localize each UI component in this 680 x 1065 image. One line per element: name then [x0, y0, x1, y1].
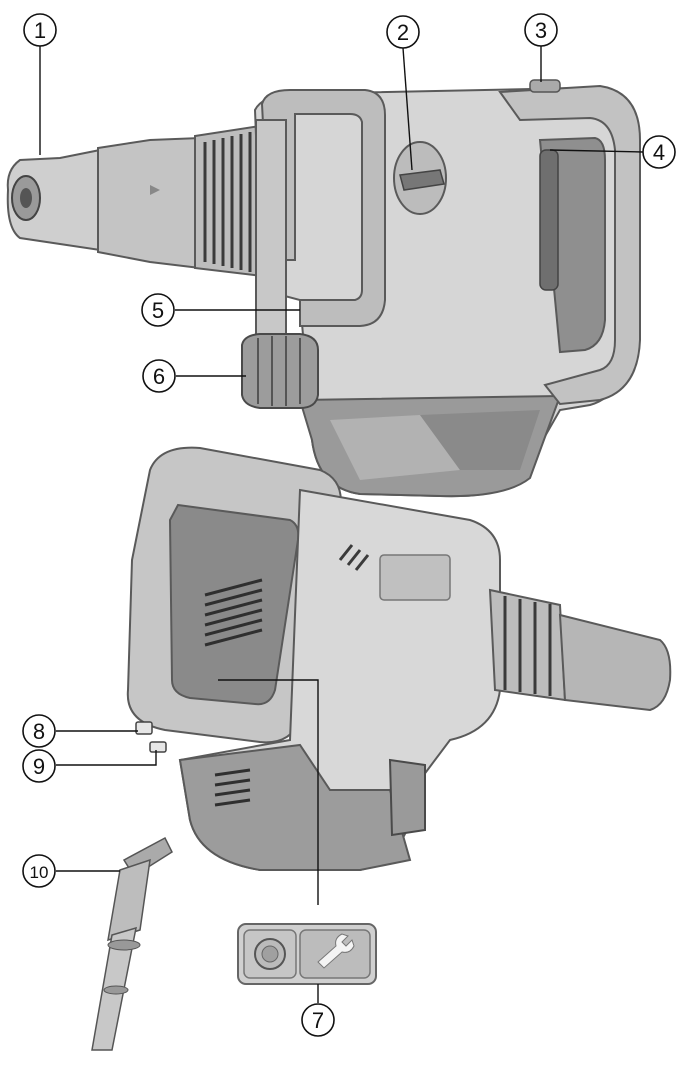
- callout-3: 3: [524, 13, 558, 47]
- hammer-top-view: [6, 79, 641, 498]
- svg-text:2: 2: [397, 20, 409, 45]
- callout-10: 10: [22, 854, 56, 888]
- svg-text:8: 8: [33, 719, 45, 744]
- callout-7: 7: [301, 1003, 335, 1037]
- svg-text:5: 5: [152, 298, 164, 323]
- svg-text:9: 9: [33, 754, 45, 779]
- arrow-marking: [150, 185, 160, 195]
- ribbed-collar: [194, 124, 264, 278]
- chuck-bore: [20, 188, 32, 208]
- vent-slots: [204, 578, 263, 647]
- svg-text:10: 10: [30, 863, 49, 882]
- callout-4: 4: [642, 135, 676, 169]
- barrel-rear: [488, 588, 567, 702]
- rear-grip: [498, 84, 641, 406]
- svg-text:1: 1: [34, 18, 46, 43]
- power-cord: [91, 836, 173, 1051]
- side-knob-rear: [388, 758, 426, 837]
- bottom-vents: [214, 768, 251, 807]
- callout-2: 2: [386, 15, 420, 49]
- chuck-sleeve: [97, 136, 201, 270]
- indicator-panel-inset: [237, 923, 377, 985]
- power-indicator-lamp: [149, 741, 167, 753]
- callout-5: 5: [141, 293, 175, 327]
- label-plate: [379, 554, 451, 601]
- callout-6: 6: [142, 359, 176, 393]
- hammer-rear-view: [126, 446, 672, 871]
- callout-8: 8: [22, 714, 56, 748]
- depth-knob: [241, 333, 319, 409]
- svg-text:4: 4: [653, 140, 665, 165]
- leader-lines: [39, 46, 644, 1003]
- svg-text:6: 6: [153, 364, 165, 389]
- callouts: 1 2 3 4 5 6 7 8: [22, 13, 676, 1037]
- wrench-icon: [317, 933, 355, 969]
- barrel-ribs: [503, 596, 552, 696]
- callout-1: 1: [23, 13, 57, 47]
- svg-text:3: 3: [535, 18, 547, 43]
- function-selector: [393, 141, 447, 215]
- side-handle: [260, 89, 386, 327]
- top-button: [529, 79, 561, 93]
- callout-9: 9: [22, 749, 56, 783]
- trigger-switch: [539, 149, 559, 291]
- handle-shaft: [255, 119, 287, 366]
- handle-opening: [168, 503, 300, 706]
- chuck-rear: [558, 613, 672, 712]
- svg-text:7: 7: [312, 1008, 324, 1033]
- housing-facet: [420, 410, 540, 470]
- housing-facet: [330, 415, 460, 480]
- side-vents: [338, 544, 370, 571]
- service-indicator-lamp: [135, 721, 153, 735]
